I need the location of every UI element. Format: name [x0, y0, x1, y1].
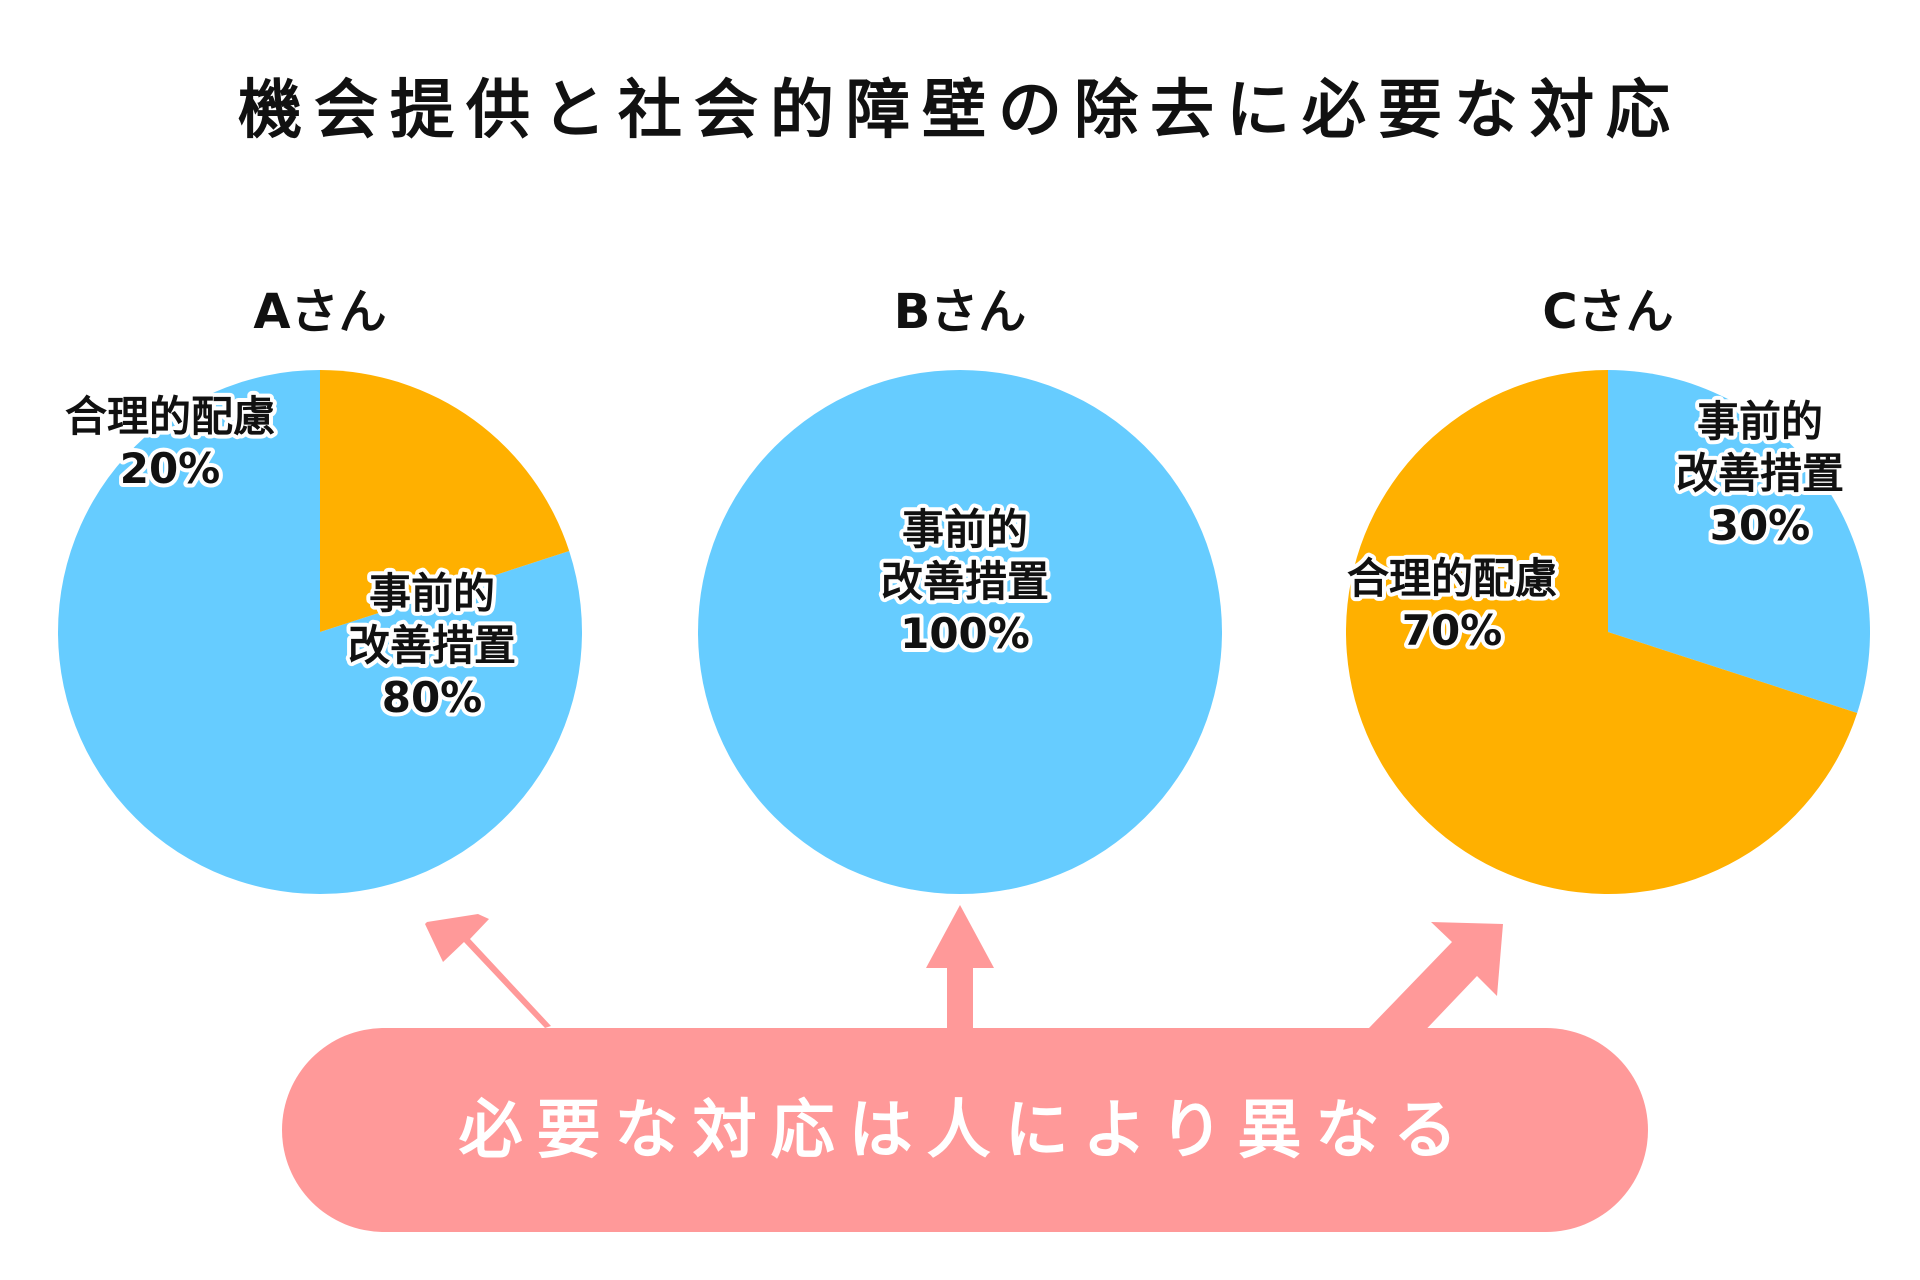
- chart-title-a: Aさん: [253, 284, 386, 340]
- pie-a-slice-2: [320, 370, 570, 632]
- main-title: 機会提供と社会的障壁の除去に必要な対応: [238, 74, 1682, 148]
- arrows: [425, 905, 1503, 1062]
- slice-value-label: 20%: [120, 444, 221, 493]
- arrow-left: [425, 914, 551, 1028]
- banner-text: 必要な対応は人により異なる: [459, 1094, 1472, 1168]
- arrow-right: [1369, 922, 1503, 1062]
- slice-category-label: 合理的配慮: [1347, 554, 1557, 603]
- slice-value-label: 100%: [900, 609, 1030, 658]
- slice-category-label: 改善措置: [348, 621, 516, 670]
- slice-category-label: 合理的配慮: [65, 392, 275, 441]
- slice-value-label: 30%: [1710, 501, 1811, 550]
- pie-slices-layer: [58, 370, 1871, 895]
- slice-category-label: 事前的: [1697, 397, 1823, 446]
- slice-category-label: 事前的: [369, 569, 495, 618]
- slice-category-label: 改善措置: [1676, 449, 1844, 498]
- arrow-center: [926, 905, 994, 1030]
- chart-title-b: Bさん: [894, 284, 1027, 340]
- pie-c-slice-2: [1346, 370, 1858, 895]
- chart-title-c: Cさん: [1542, 284, 1673, 340]
- pie-a-slice-1: [58, 370, 583, 894]
- slice-value-label: 70%: [1402, 606, 1503, 655]
- pie-b-slice-1: [698, 370, 1222, 894]
- slice-category-label: 改善措置: [881, 557, 1049, 606]
- banner-pill: [282, 1028, 1648, 1232]
- slice-value-label: 80%: [382, 673, 483, 722]
- pie-c-slice-1: [1608, 370, 1871, 713]
- slice-category-label: 事前的: [902, 505, 1028, 554]
